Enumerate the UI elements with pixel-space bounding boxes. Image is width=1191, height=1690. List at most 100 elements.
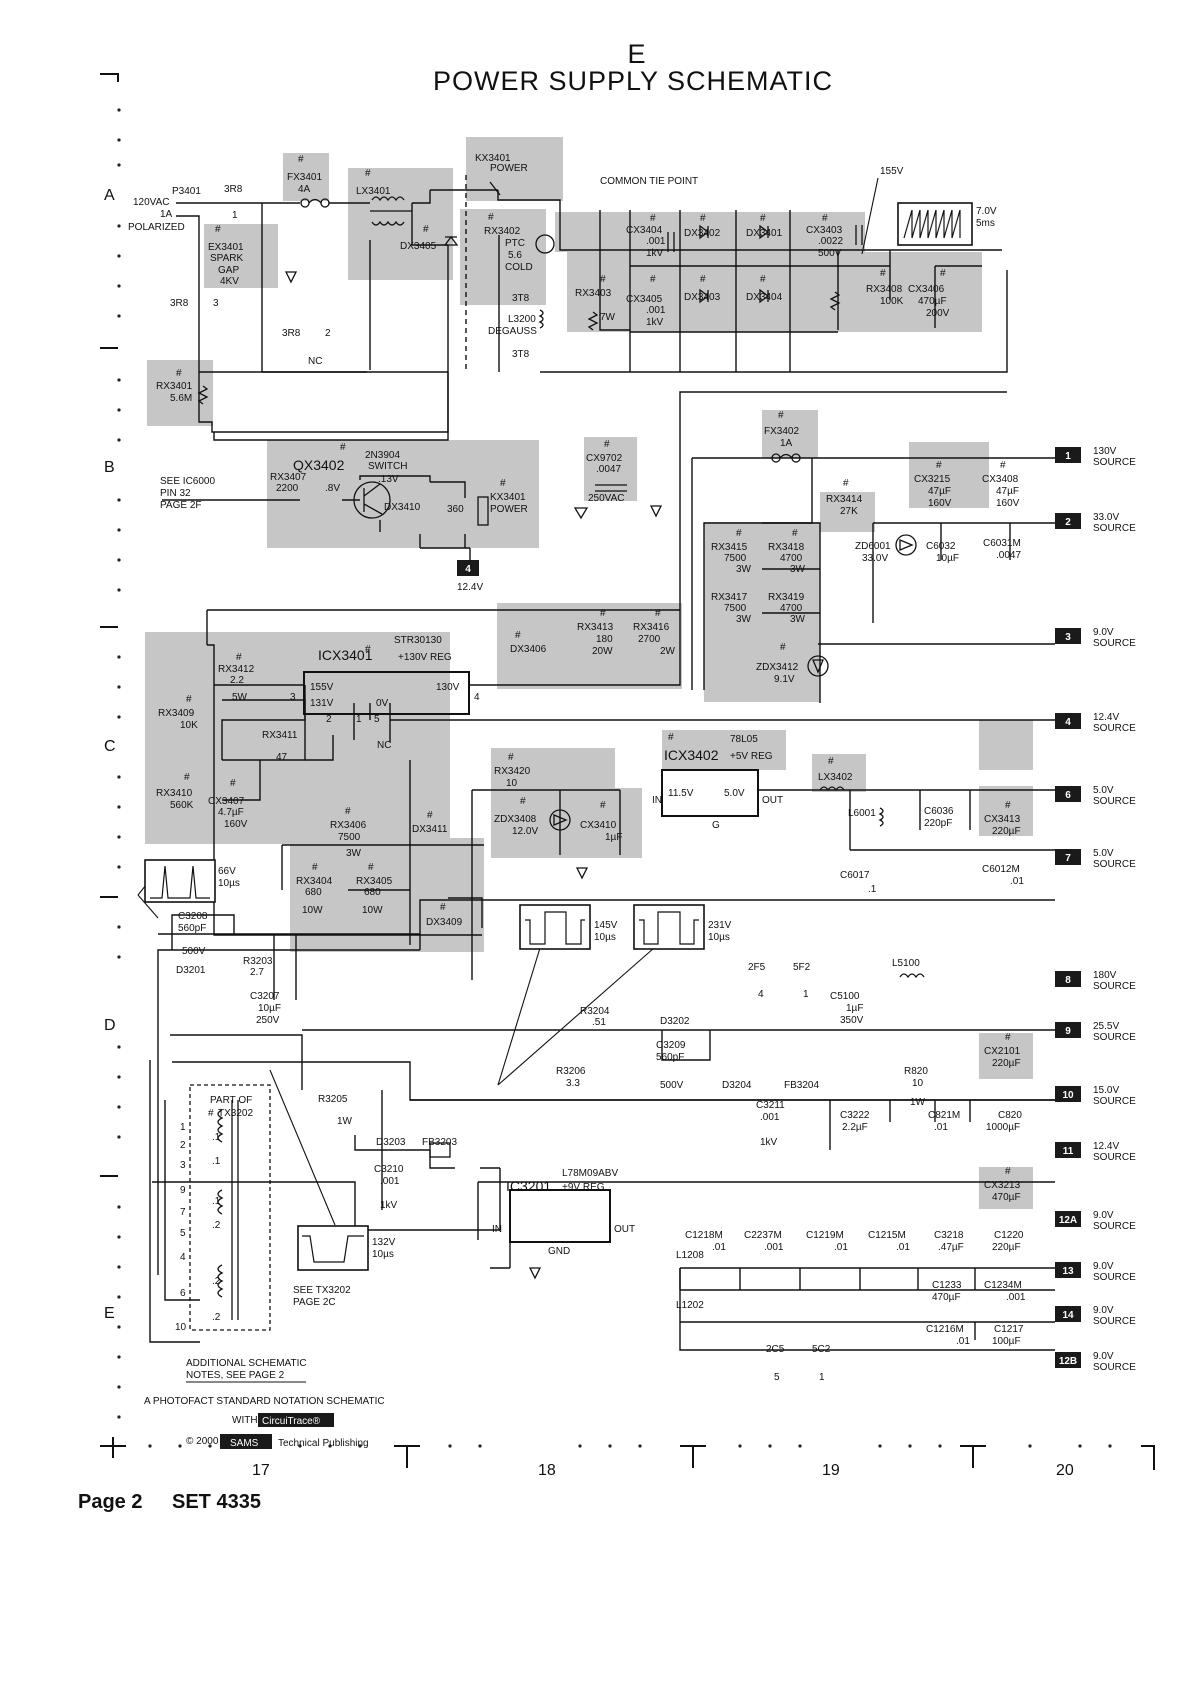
label-1uf: 1µF bbox=[605, 832, 622, 843]
label-0047-b: .0047 bbox=[996, 550, 1021, 561]
source-label: SOURCE bbox=[1093, 796, 1136, 807]
badge-4-voltage: 12.4V bbox=[457, 582, 483, 593]
label-tx3202: TX3202 bbox=[218, 1108, 253, 1119]
label-wave5-v: 132V bbox=[372, 1237, 396, 1248]
label-dx3409: DX3409 bbox=[426, 917, 463, 928]
label-3w: 3W bbox=[736, 564, 752, 575]
label-7500-b: 7500 bbox=[724, 603, 747, 614]
label-hash: # bbox=[440, 902, 446, 913]
label-hash: # bbox=[650, 274, 656, 285]
label-rx3415: RX3415 bbox=[711, 542, 748, 553]
label-common-tie: COMMON TIE POINT bbox=[600, 176, 698, 187]
grid-col-18: 18 bbox=[538, 1462, 556, 1479]
label-hash: # bbox=[1005, 1032, 1011, 1043]
label-5-6: 5.6 bbox=[508, 250, 522, 261]
source-label: SOURCE bbox=[1093, 1362, 1136, 1373]
label-rx3404: RX3404 bbox=[296, 876, 333, 887]
label-1kvb: 1kV bbox=[646, 317, 664, 328]
label-zd6001: ZD6001 bbox=[855, 541, 891, 552]
source-voltage: 9.0V bbox=[1093, 627, 1114, 638]
label-wave2-t: 10µs bbox=[218, 878, 240, 889]
label-lx3402: LX3402 bbox=[818, 772, 853, 783]
label-hash: # bbox=[736, 528, 742, 539]
source-voltage: 25.5V bbox=[1093, 1021, 1119, 1032]
source-label: SOURCE bbox=[1093, 723, 1136, 734]
source-voltage: 5.0V bbox=[1093, 848, 1114, 859]
source-label: SOURCE bbox=[1093, 1152, 1136, 1163]
label-3w-c: 3W bbox=[736, 614, 752, 625]
label-hash: # bbox=[700, 213, 706, 224]
label-l1202: L1202 bbox=[676, 1300, 704, 1311]
label-zdx3408: ZDX3408 bbox=[494, 814, 537, 825]
label-dx3403: DX3403 bbox=[684, 292, 721, 303]
label-hash: # bbox=[778, 410, 784, 421]
label-wave2-v: 66V bbox=[218, 866, 236, 877]
label-l3200: L3200 bbox=[508, 314, 536, 325]
label-in: IN bbox=[652, 795, 662, 806]
label-11-5v: 11.5V bbox=[668, 788, 694, 799]
label-3t8b: 3T8 bbox=[512, 349, 530, 360]
footer-sams-logo: SAMS bbox=[230, 1438, 259, 1449]
label-hash: # bbox=[1000, 460, 1006, 471]
label-out2: OUT bbox=[614, 1224, 635, 1235]
label-dx3405: DX3405 bbox=[400, 241, 437, 252]
label-r3204: R3204 bbox=[580, 1006, 610, 1017]
label-c6031m: C6031M bbox=[983, 538, 1021, 549]
label-hash: # bbox=[668, 732, 674, 743]
label-tx-ratio-2c: .2 bbox=[212, 1312, 221, 1323]
label-rx3407: RX3407 bbox=[270, 472, 307, 483]
label-hash: # bbox=[427, 810, 433, 821]
label-cx3410: CX3410 bbox=[580, 820, 617, 831]
label-rx3419: RX3419 bbox=[768, 592, 805, 603]
label-d3203: D3203 bbox=[376, 1137, 406, 1148]
label-c5100: C5100 bbox=[830, 991, 860, 1002]
label-see-tx3202: SEE TX3202 bbox=[293, 1285, 351, 1296]
label-5-0v: 5.0V bbox=[724, 788, 745, 799]
label-560pf-b: 560pF bbox=[656, 1052, 684, 1063]
label-r820: R820 bbox=[904, 1066, 928, 1077]
label-10: 10 bbox=[506, 778, 518, 789]
label-r3206: R3206 bbox=[556, 1066, 586, 1077]
source-badge-num: 14 bbox=[1062, 1310, 1074, 1321]
label-c1216m: C1216M bbox=[926, 1324, 964, 1335]
label-pin5: 5 bbox=[374, 714, 380, 725]
label-gap: GAP bbox=[218, 265, 239, 276]
source-badge-num: 3 bbox=[1065, 632, 1071, 643]
label-fb3204: FB3204 bbox=[784, 1080, 819, 1091]
shaded-regions bbox=[145, 137, 1033, 1209]
source-badge-num: 8 bbox=[1065, 975, 1071, 986]
grid-row-a: A bbox=[104, 187, 115, 204]
label-47: 47 bbox=[276, 752, 288, 763]
label-wave3-t: 10µs bbox=[594, 932, 616, 943]
source-label: SOURCE bbox=[1093, 981, 1136, 992]
label-degauss: DEGAUSS bbox=[488, 326, 537, 337]
source-label: SOURCE bbox=[1093, 1272, 1136, 1283]
footer-notation: A PHOTOFACT STANDARD NOTATION SCHEMATIC bbox=[144, 1396, 385, 1407]
label-4kv: 4KV bbox=[220, 276, 239, 287]
label-680-b: 680 bbox=[364, 887, 381, 898]
label-cx3407: CX3407 bbox=[208, 796, 245, 807]
label-rx3406: RX3406 bbox=[330, 820, 367, 831]
footer-notes: ADDITIONAL SCHEMATIC NOTES, SEE PAGE 2 A… bbox=[78, 1358, 385, 1513]
label-001f: .001 bbox=[1006, 1292, 1026, 1303]
label-pin2: 2 bbox=[326, 714, 332, 725]
label-cx3408: CX3408 bbox=[982, 474, 1019, 485]
source-voltage: 9.0V bbox=[1093, 1210, 1114, 1221]
label-hash: # bbox=[365, 644, 371, 655]
label-rx3420: RX3420 bbox=[494, 766, 531, 777]
label-155v: 155V bbox=[880, 166, 904, 177]
grid-col-20: 20 bbox=[1056, 1462, 1074, 1479]
label-c3210: C3210 bbox=[374, 1164, 404, 1175]
label-p155: 155V bbox=[310, 682, 334, 693]
label-dx3411: DX3411 bbox=[412, 824, 448, 835]
waveform-insets bbox=[144, 202, 973, 1271]
label-hash: # bbox=[650, 213, 656, 224]
label-hash: # bbox=[184, 772, 190, 783]
label-200v: 200V bbox=[926, 308, 950, 319]
source-voltage: 180V bbox=[1093, 970, 1117, 981]
label-hash: # bbox=[215, 224, 221, 235]
label-rx3417: RX3417 bbox=[711, 592, 748, 603]
label-lx3401: LX3401 bbox=[356, 186, 391, 197]
label-2200: 2200 bbox=[276, 483, 299, 494]
